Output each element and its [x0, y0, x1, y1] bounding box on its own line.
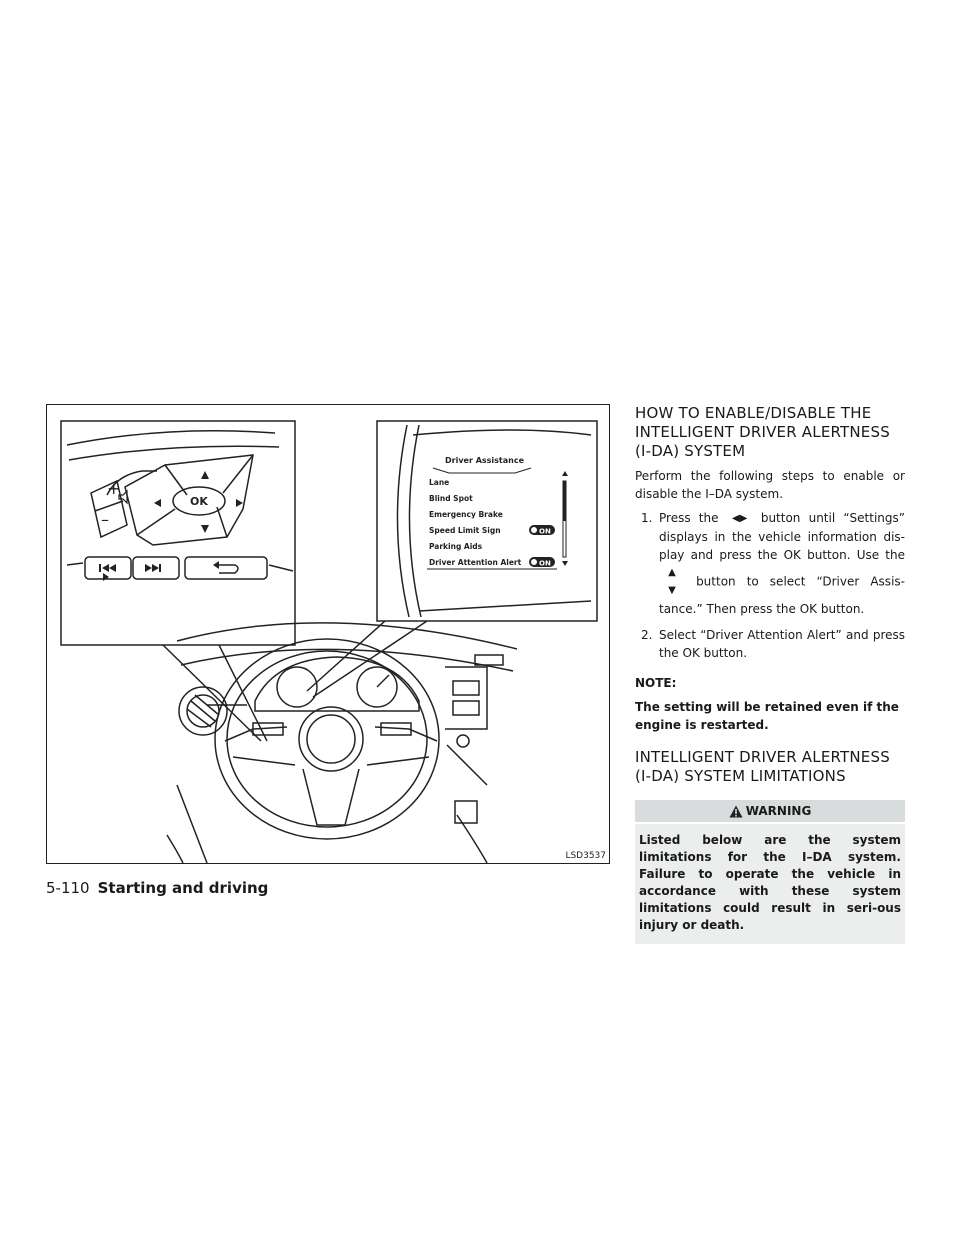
warning-header: WARNING [635, 799, 905, 822]
plus-label: + [107, 479, 120, 498]
display-item-4: Parking Aids [429, 542, 483, 551]
toggle-speed-limit-label: ON [539, 528, 551, 536]
display-inset-frame [376, 420, 598, 622]
footer-section-title: Starting and driving [97, 879, 269, 897]
steering-wheel-illustration: + – OK Driver Assistance Lane Blind Spot… [60, 420, 598, 864]
volume-switch [90, 479, 128, 539]
steering-wheel-rim [214, 638, 440, 840]
text-column: HOW TO ENABLE/DISABLE THE INTELLIGENT DR… [635, 404, 905, 944]
figure-code: LSD3537 [565, 851, 606, 861]
display-item-3: Speed Limit Sign [429, 526, 501, 535]
step-2: 2. Select “Driver Attention Alert” and p… [641, 627, 905, 660]
toggle-driver-attention-label: ON [539, 560, 551, 568]
page-footer: 5-110 Starting and driving [46, 879, 268, 897]
display-item-0: Lane [429, 478, 449, 487]
note-heading: NOTE: [635, 675, 677, 690]
illustration-figure: + – OK Driver Assistance Lane Blind Spot… [46, 404, 610, 864]
note-text: The setting will be retained even if the… [635, 699, 899, 732]
left-right-arrows-icon: ◀▶ [731, 512, 748, 524]
section1-intro: Perform the following steps to enable or… [635, 469, 905, 501]
ok-label: OK [190, 495, 208, 508]
page-number: 5-110 [46, 879, 90, 897]
display-title: Driver Assistance [445, 456, 525, 465]
d-pad [124, 454, 254, 546]
speaker-icon [118, 489, 128, 505]
display-item-1: Blind Spot [429, 494, 473, 503]
warning-icon [729, 805, 743, 817]
display-item-2: Emergency Brake [429, 510, 503, 519]
minus-label: – [101, 510, 109, 529]
section2-heading: INTELLIGENT DRIVER ALERTNESS (I-DA) SYST… [635, 747, 890, 785]
switch-inset-frame [60, 420, 296, 646]
steering-wheel-hub [298, 706, 364, 772]
step-1: 1. Press the ◀▶ button until “Settings” … [641, 511, 905, 616]
display-item-5: Driver Attention Alert [429, 558, 522, 567]
warning-text: Listed below are the system limitations … [635, 823, 905, 944]
up-down-arrows-icon: ▲▼ [668, 566, 676, 596]
ok-button-shape [172, 486, 226, 516]
section1-heading: HOW TO ENABLE/DISABLE THE INTELLIGENT DR… [635, 404, 890, 460]
